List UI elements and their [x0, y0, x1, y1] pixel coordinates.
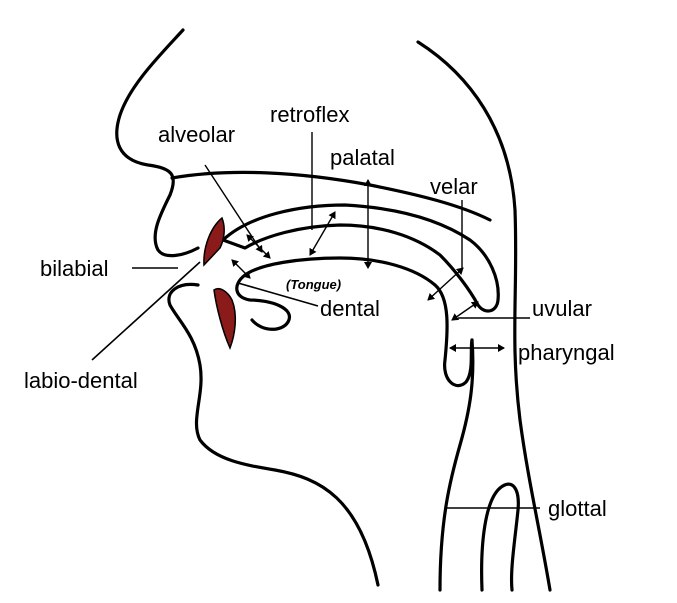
face-profile-upper [115, 28, 200, 258]
face-profile-lower [167, 282, 380, 587]
leader-dental [237, 282, 319, 307]
arrow-velar [427, 267, 464, 301]
label-glottal: glottal [548, 496, 607, 521]
arrow-retroflex [309, 211, 336, 256]
label-labio-dental: labio-dental [24, 368, 138, 393]
label-tongue: (Tongue) [286, 277, 341, 292]
label-uvular: uvular [532, 296, 592, 321]
lower-teeth [213, 288, 237, 350]
label-velar: velar [430, 174, 478, 199]
palate-velum [221, 203, 500, 313]
label-alveolar: alveolar [158, 122, 235, 147]
arrow-uvular [451, 301, 479, 321]
label-pharyngal: pharyngal [518, 340, 615, 365]
label-retroflex: retroflex [270, 102, 349, 127]
pharynx-wall [438, 338, 475, 592]
label-dental: dental [320, 296, 380, 321]
upper-teeth [203, 216, 225, 267]
tongue-outline [235, 256, 474, 388]
larynx-loop [480, 482, 520, 592]
leader-labio-dental [91, 261, 201, 361]
arrow-dental [231, 259, 251, 279]
arrow-alveolar-gap [246, 234, 271, 259]
nasal-floor [170, 170, 492, 222]
head-back-outline [416, 40, 552, 592]
label-bilabial: bilabial [40, 256, 109, 281]
label-palatal: palatal [330, 145, 395, 170]
tongue-underside [250, 318, 290, 331]
